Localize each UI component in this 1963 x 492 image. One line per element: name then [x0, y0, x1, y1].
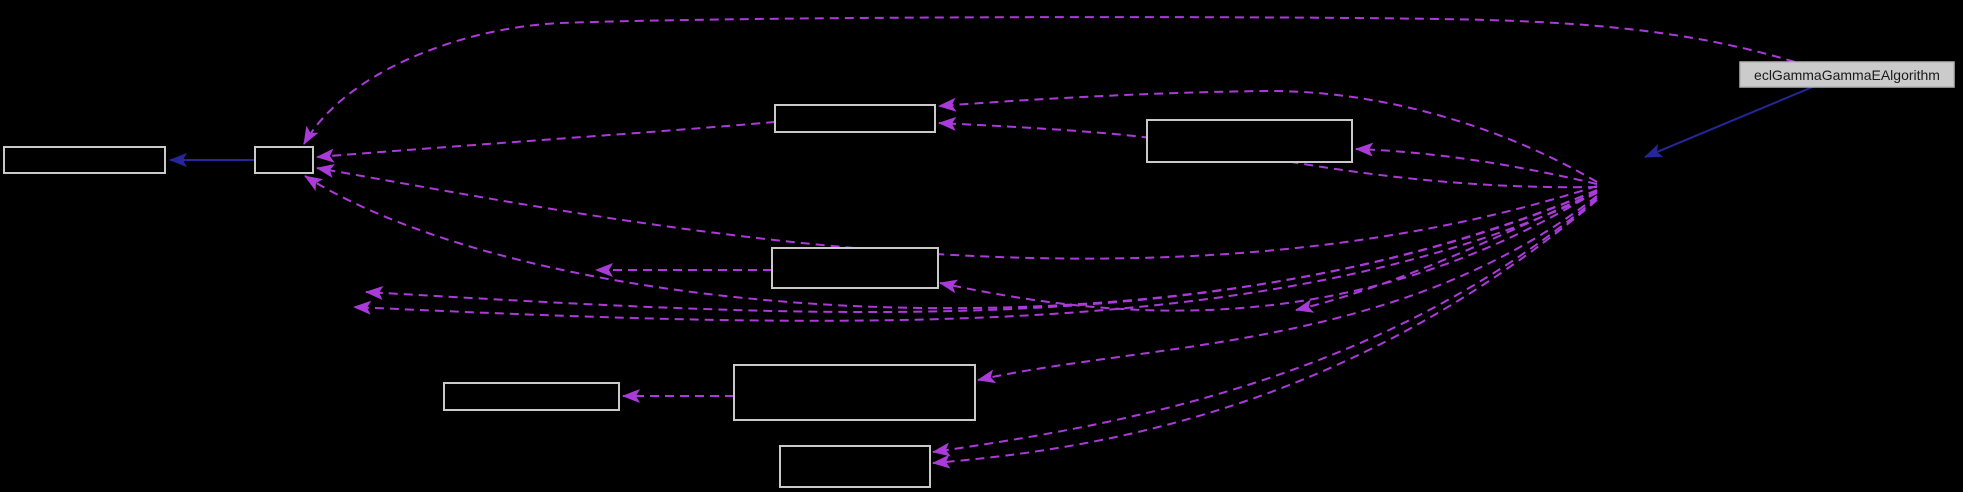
- edge-usage: [1355, 142, 1598, 185]
- node-eclgammagammaealgorithm[interactable]: eclGammaGammaEAlgorithm: [1739, 61, 1955, 88]
- node-box-1[interactable]: [3, 146, 166, 174]
- node-layer: eclGammaGammaEAlgorithm: [3, 61, 1955, 488]
- edge-usage: [1295, 191, 1598, 313]
- node-box-5[interactable]: [771, 247, 939, 289]
- node-box-8[interactable]: [779, 445, 931, 488]
- edge-usage: [304, 175, 1598, 310]
- edge-usage-top-sweep: [303, 16, 1796, 145]
- edge-layer: [169, 16, 1816, 469]
- edge-usage: [939, 190, 1598, 312]
- edge-usage: [932, 197, 1598, 457]
- edge-usage: [932, 199, 1598, 469]
- edge-inheritance-central: [1644, 85, 1816, 158]
- node-box-3[interactable]: [774, 104, 936, 133]
- edge-usage: [353, 192, 1598, 322]
- node-box-4[interactable]: [1146, 119, 1353, 163]
- central-node-label: eclGammaGammaEAlgorithm: [1754, 67, 1940, 83]
- central-node-rect[interactable]: [1739, 61, 1955, 88]
- node-box-6[interactable]: [443, 382, 620, 411]
- edge-usage: [316, 121, 776, 163]
- node-box-2[interactable]: [254, 146, 314, 174]
- edge-usage: [316, 164, 1598, 260]
- node-box-7[interactable]: [733, 364, 976, 421]
- edge-usage: [977, 195, 1598, 384]
- edge-usage: [938, 89, 1598, 183]
